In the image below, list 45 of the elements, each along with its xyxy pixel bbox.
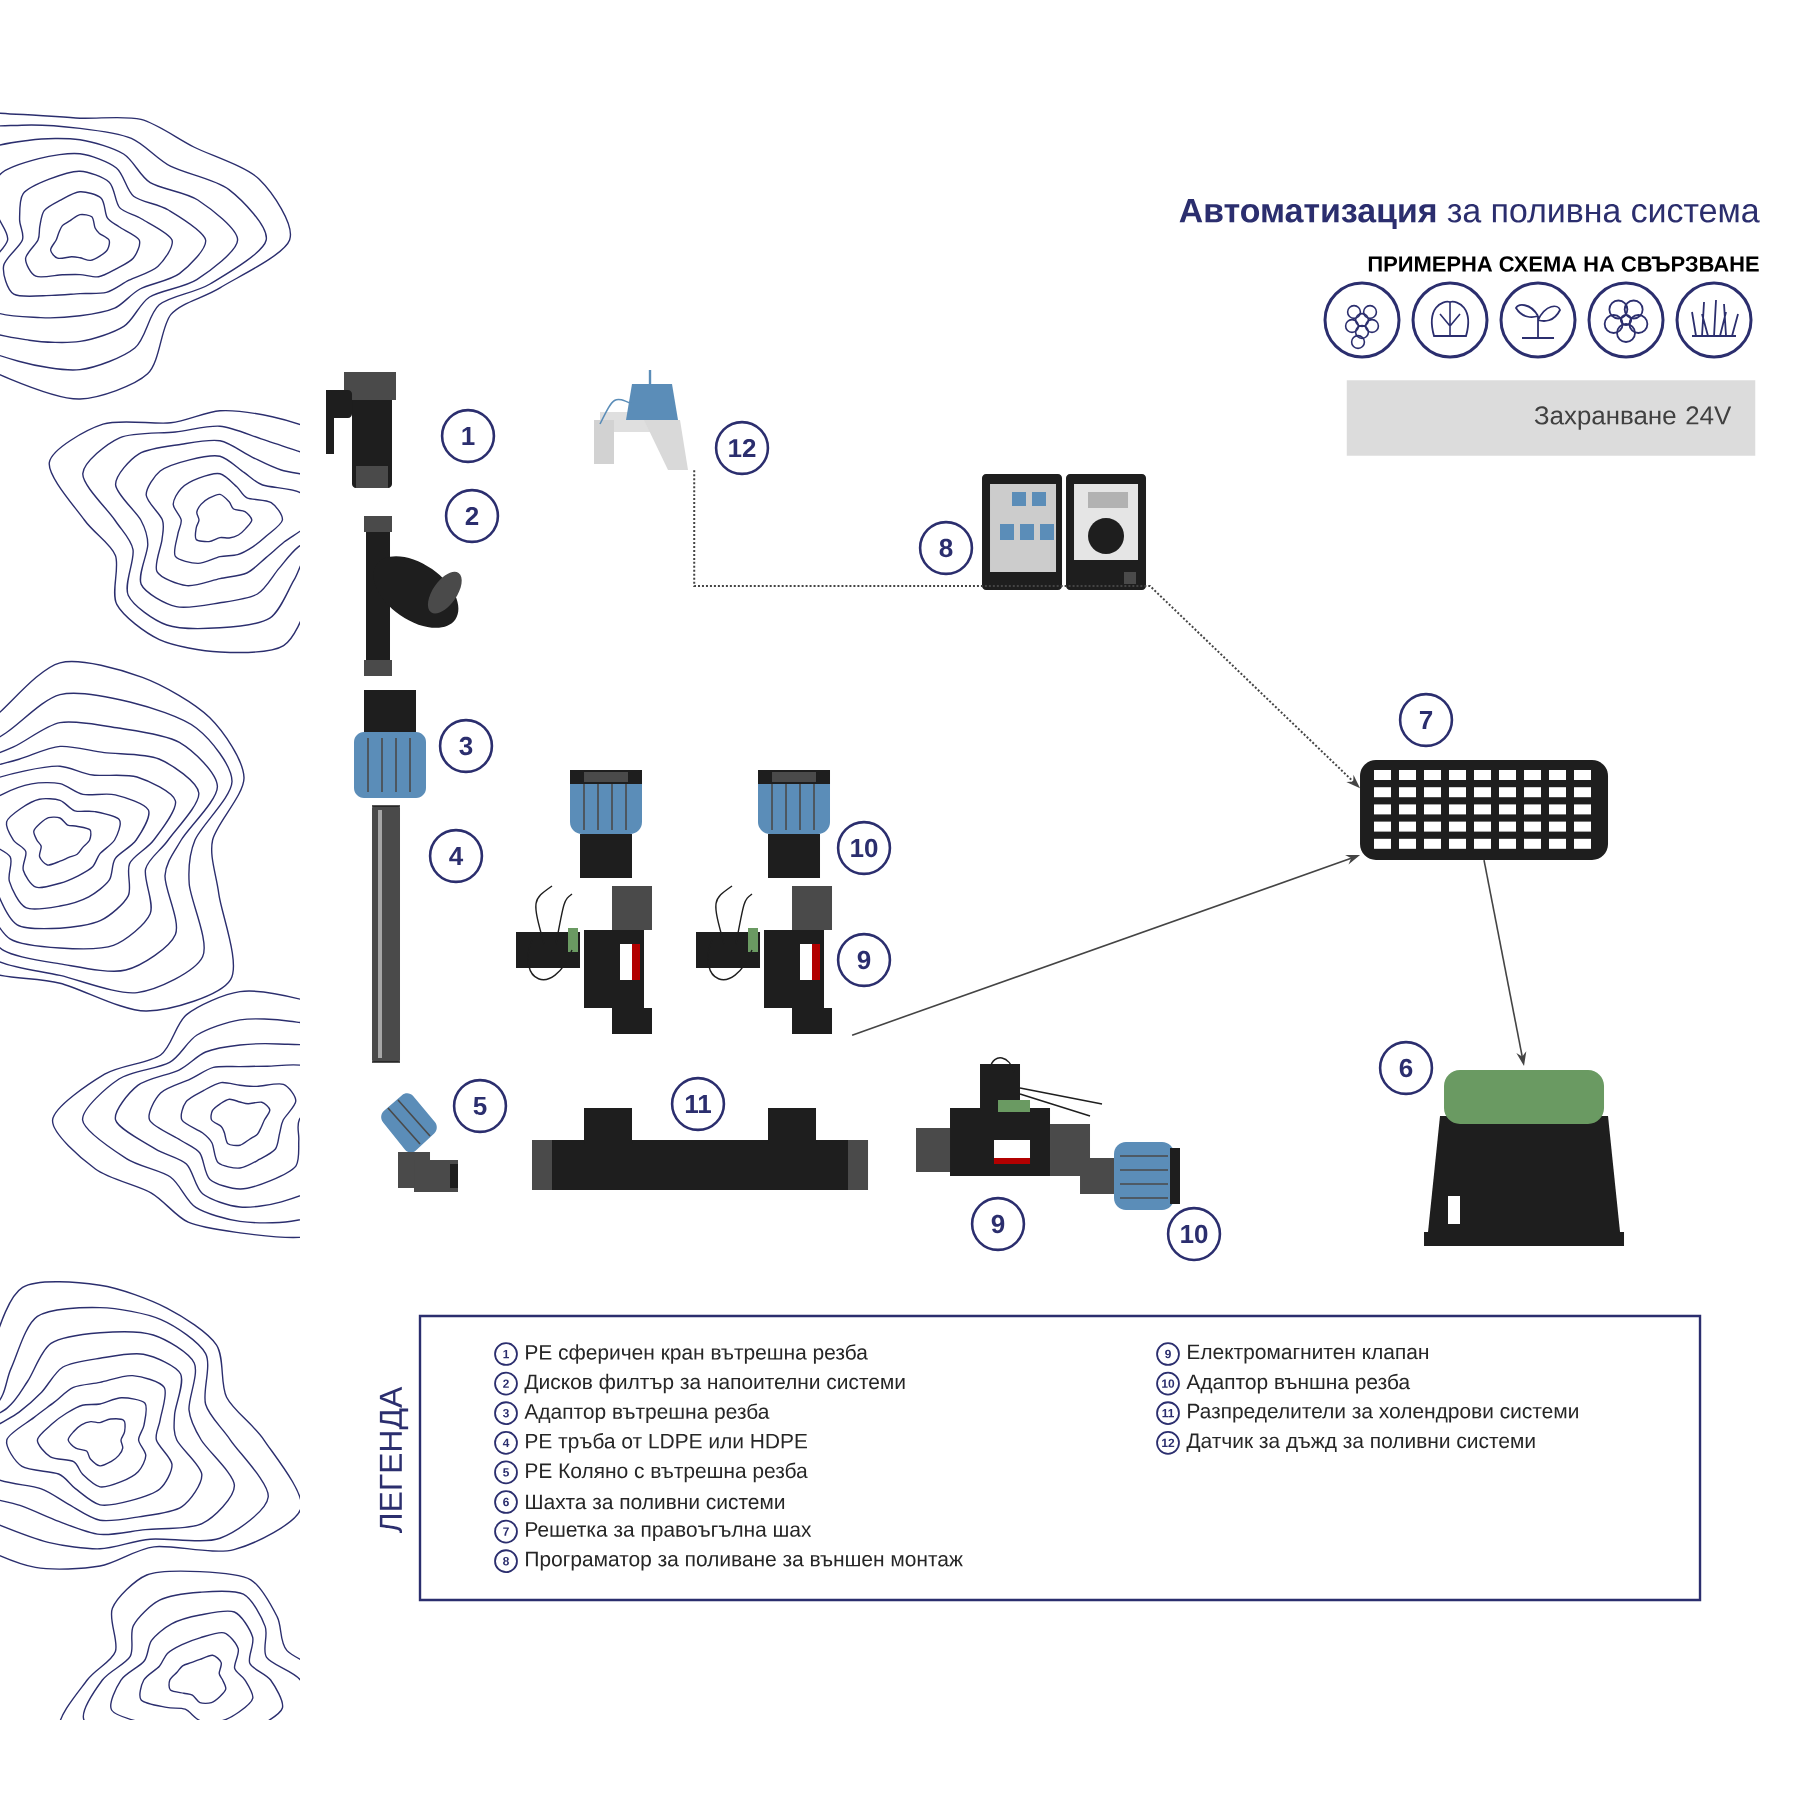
pipe-drawing <box>371 805 401 1063</box>
legend-text: PE тръба от LDPE или HDPE <box>526 1433 807 1453</box>
legend-text: Датчик за дъжд за поливни системи <box>1186 1433 1535 1453</box>
legend-text: Разпределители за холендрови системи <box>1188 1403 1578 1423</box>
callout-number: 5 <box>452 1078 508 1134</box>
legend-text: Електромагнитен клапан <box>1188 1344 1428 1364</box>
callout-number: 10 <box>1166 1206 1222 1262</box>
legend-text: PE Коляно с вътрешна резба <box>526 1462 808 1483</box>
adapter-drawing <box>1080 1142 1180 1210</box>
valve-box-grid-drawing <box>1360 760 1608 860</box>
legend-text: Шахта за поливни системи <box>526 1494 785 1510</box>
callout-number: 12 <box>714 420 770 476</box>
adapter-drawing <box>570 770 642 878</box>
solenoid-valve-drawing <box>696 885 832 1034</box>
callout-number: 3 <box>438 718 494 774</box>
callout-number: 11 <box>670 1076 726 1132</box>
callout-number: 4 <box>428 828 484 884</box>
title: Автоматизация за поливна система <box>1179 198 1760 230</box>
callout-number: 9 <box>836 932 892 988</box>
valve-box-drawing <box>1424 1070 1624 1246</box>
legend-text: Адаптор външна резба <box>1186 1373 1411 1394</box>
legend-text: Дисков филтър за напоителни системи <box>524 1373 905 1394</box>
callout-number: 8 <box>918 520 974 576</box>
adapter-drawing <box>354 690 426 798</box>
callout-number: 9 <box>970 1196 1026 1252</box>
controller-drawing <box>982 474 1146 590</box>
legend-text: PE сферичен кран вътрешна резба <box>526 1344 868 1364</box>
legend-text: Програматор за поливане за външен монтаж <box>526 1551 963 1571</box>
rain-sensor-drawing <box>594 370 688 470</box>
legend-text: Адаптор вътрешна резба <box>524 1403 770 1424</box>
power-band: Захранване 24V <box>1346 380 1756 456</box>
callout-number: 7 <box>1398 692 1454 748</box>
solenoid-valve-drawing <box>916 1057 1103 1176</box>
elbow-drawing <box>381 1093 458 1192</box>
subtitle: ПРИМЕРНА СХЕМА НА СВЪРЗВАНЕ <box>1368 256 1759 272</box>
ball-valve-drawing <box>326 372 396 488</box>
legend-heading: ЛЕГЕНДА <box>379 1386 409 1534</box>
callout-number: 6 <box>1378 1040 1434 1096</box>
callout-number: 2 <box>444 488 500 544</box>
adapter-drawing <box>758 770 830 878</box>
callout-number: 10 <box>836 820 892 876</box>
legend-text: Решетка за правоъгълна шах <box>526 1522 812 1541</box>
callout-number: 1 <box>440 408 496 464</box>
disc-filter-drawing <box>364 516 462 676</box>
solenoid-valve-drawing <box>516 885 652 1034</box>
